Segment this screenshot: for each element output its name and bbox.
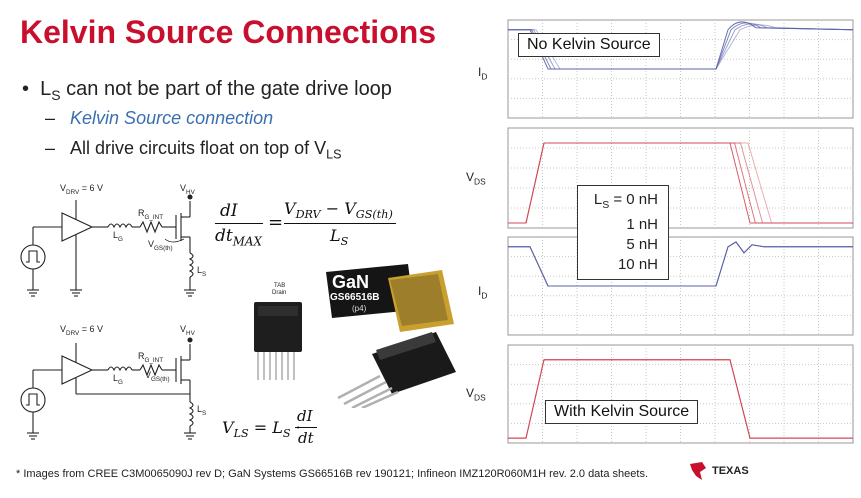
pulse-source-icon [20,244,46,270]
bullet-ls: L [40,78,52,100]
waveform-trace-3 [508,24,854,70]
legend-row-0: LS = 0 nH [593,191,658,211]
eq-di: dI [220,201,238,221]
waveform-panel-1 [507,127,854,229]
id-label-top: ID [478,65,488,82]
circuit-top [20,194,196,297]
ti-logo-text: TEXAS [712,465,749,477]
eq-denominator: LS [330,226,349,249]
eq-equals: = [268,212,284,233]
bullet-main: • LS can not be part of the gate drive l… [22,78,392,103]
lg-inductor-icon [107,366,133,372]
vgs-label-bottom: VGS(th) [145,370,170,383]
vdrv-label-bottom: VDRV = 6 V [60,324,103,337]
vds-label-top: VDS [466,170,486,187]
drain-label: Drain [272,290,287,296]
waveform-trace-3 [508,241,853,287]
sub-bullet-float: – All drive circuits float on top of VLS [45,138,342,162]
vhv-label-bottom: VHV [180,324,195,337]
lg-inductor-icon [107,223,133,229]
circuit-bottom [20,337,196,440]
lg-label-top: LG [113,230,123,243]
legend-row-1: 1 nH [626,216,658,233]
float-sub: LS [326,147,342,162]
sub-bullet-kelvin: – Kelvin Source connection [45,108,273,129]
ls-inductor-icon [188,252,194,278]
gate-driver-icon [61,355,94,385]
rg-resistor-icon [139,363,163,377]
bullet-ls-sub: S [51,87,61,103]
waveform-trace-2 [508,23,854,70]
vhv-label-top: VHV [180,183,195,196]
gate-driver-icon [61,212,94,242]
ti-logo-icon [690,462,706,480]
vds-label-bottom: VDS [466,386,486,403]
float-text: All drive circuits float on top of V [70,138,327,158]
bullet-main-text: can not be part of the gate drive loop [60,78,392,100]
eq-frac-line-left [215,223,263,224]
rg-label-bottom: RG_INT [138,351,164,364]
waveform-panel-2 [507,236,854,336]
ls-label-bottom: LS [197,404,207,417]
circuit-diagrams [20,194,196,440]
waveform-trace-2 [508,359,853,439]
dash: – [45,138,61,158]
ls-legend: LS = 0 nH 1 nH 5 nH 10 nH [577,185,669,280]
legend-row-3: 10 nH [617,256,658,273]
pulse-source-icon [20,387,46,413]
vdrv-label-top: VDRV = 6 V [60,183,103,196]
to263-package-image [254,302,302,380]
legend-row-2: 5 nH [626,236,658,253]
gan-logo-text: GaN [332,272,370,292]
waveform-trace-3 [508,359,853,439]
waveform-trace-2 [508,241,853,287]
eq-vls: VLS = LS · [222,418,301,441]
id-label-bottom: ID [478,284,488,301]
ls-label-top: LS [197,265,207,278]
waveform-trace-3 [508,142,853,224]
tab-label: TAB [274,283,286,289]
page-title: Kelvin Source Connections [20,14,437,50]
eq-numerator: VDRV − VGS(th) [284,199,393,222]
eq-vls-di: dI [297,407,313,425]
eq-vls-line [295,427,317,428]
waveform-plots [507,19,854,444]
waveform-trace-2 [508,142,853,224]
gan-part-text: GS66516B [330,292,380,303]
vgs-label-top: VGS(th) [148,239,173,252]
kelvin-link[interactable]: Kelvin Source connection [70,108,274,128]
eq-vls-dt: dt [298,429,314,447]
gan-package-image [326,264,454,332]
to247-package-image [337,332,456,408]
with-kelvin-box: With Kelvin Source [545,400,699,424]
dash: – [45,108,61,128]
ls-inductor-icon [188,401,194,427]
footnote: * Images from CREE C3M0065090J rev D; Ga… [16,468,648,480]
waveform-panel-3 [507,344,854,444]
gan-rev-text: (p4) [352,304,367,313]
eq-dtmax: dtMAX [215,226,262,249]
lg-label-bottom: LG [113,373,123,386]
package-images [254,264,456,408]
rg-resistor-icon [139,220,163,234]
no-kelvin-box: No Kelvin Source [518,33,660,57]
panel-frame [507,127,854,229]
eq-frac-line-right [284,223,396,224]
rg-label-top: RG_INT [138,208,164,221]
